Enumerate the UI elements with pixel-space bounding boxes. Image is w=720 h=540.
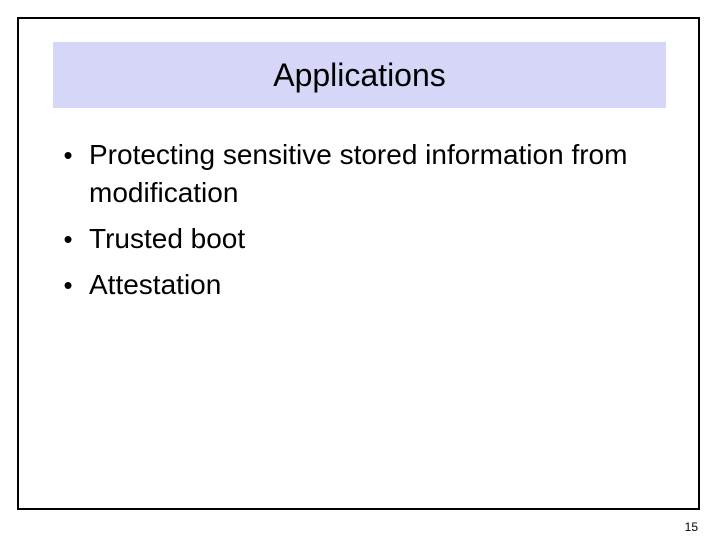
bullet-icon: • <box>63 224 73 254</box>
title-bar: Applications <box>53 42 666 108</box>
bullet-text: Attestation <box>89 269 222 300</box>
list-item: • Trusted boot <box>60 220 660 258</box>
bullet-icon: • <box>63 270 73 300</box>
bullet-icon: • <box>63 140 73 170</box>
list-item: • Protecting sensitive stored informatio… <box>60 136 660 212</box>
bullet-list: • Protecting sensitive stored informatio… <box>60 136 660 312</box>
bullet-text: Protecting sensitive stored information … <box>89 139 628 208</box>
bullet-text: Trusted boot <box>89 223 246 254</box>
slide-title: Applications <box>273 57 446 93</box>
page-number: 15 <box>684 520 698 534</box>
list-item: • Attestation <box>60 266 660 304</box>
